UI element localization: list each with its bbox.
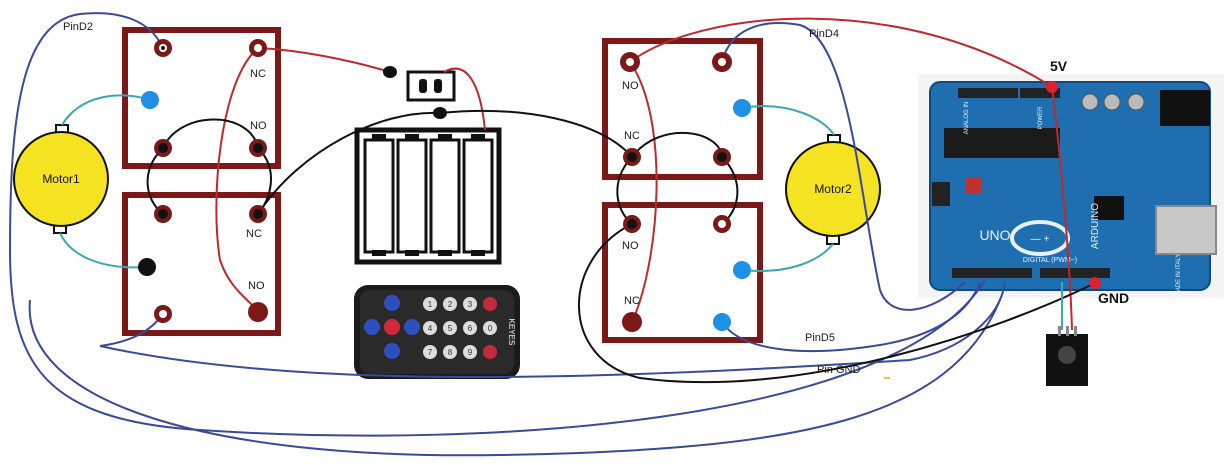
arduino-power-label: POWER [1038, 106, 1044, 129]
label-nc-bl: NC [246, 228, 262, 240]
arduino-uno: — + UNO ARDUINO MADE IN ITALY DIGITAL (P… [918, 74, 1224, 298]
remote-key-7: 7 [428, 348, 433, 357]
motor1: Motor1 [13, 124, 109, 234]
terminal-br-1 [623, 215, 641, 233]
terminal-tl-2 [249, 39, 267, 57]
terminal-br-5 [713, 313, 731, 331]
arduino-analog-label: ANALOG IN [964, 102, 970, 135]
terminal-tr-1 [620, 52, 640, 72]
junction-dot-switch-bottom [433, 107, 447, 119]
arduino-maker: ARDUINO [1090, 203, 1101, 249]
remote-key-8: 8 [448, 348, 453, 357]
terminal-bl-3 [138, 258, 156, 276]
label-pind5: PinD5 [805, 332, 835, 344]
remote-key-6: 6 [468, 324, 473, 333]
terminal-tl-4 [154, 139, 172, 157]
label-pind4: PinD4 [809, 28, 839, 40]
remote-key-9: 9 [468, 348, 473, 357]
motor2: Motor2 [785, 134, 881, 245]
remote-key-2: 2 [448, 300, 453, 309]
terminal-bl-1 [154, 205, 172, 223]
label-nc-tl: NC [250, 68, 266, 80]
ir-receiver-module [1046, 326, 1088, 386]
label-no-bl: NO [248, 280, 265, 292]
junction-dot-switch-left [383, 66, 397, 78]
arduino-made-in: MADE IN ITALY [1176, 254, 1182, 296]
label-nc-br: NC [624, 295, 640, 307]
motor1-label: Motor1 [42, 172, 80, 186]
svg-text:— +: — + [1031, 234, 1050, 245]
label-no-tr: NO [622, 80, 639, 92]
terminal-bl-4 [248, 302, 268, 322]
junction-dot-gnd [1089, 277, 1101, 289]
power-switch [406, 70, 456, 102]
wires-blue [8, 12, 1006, 457]
wires-teal [59, 94, 1063, 330]
wires-black [146, 109, 1096, 384]
ir-remote: 1 2 3 4 5 6 0 7 8 9 KEYES [354, 285, 520, 379]
label-gnd: GND [1098, 290, 1129, 306]
terminal-tr-2 [712, 52, 732, 72]
terminal-tr-3 [733, 99, 751, 117]
label-no-tl: NO [250, 120, 267, 132]
remote-key-0: 0 [488, 324, 493, 333]
terminal-tr-4 [623, 148, 641, 166]
small-marker [884, 377, 890, 379]
terminal-br-2 [713, 215, 731, 233]
remote-key-5: 5 [448, 324, 453, 333]
remote-key-3: 3 [468, 300, 473, 309]
terminal-bl-2 [249, 205, 267, 223]
terminal-br-3 [733, 261, 751, 279]
battery-pack [354, 127, 502, 265]
terminal-bl-5 [154, 305, 172, 323]
label-5v: 5V [1050, 58, 1068, 74]
remote-key-4: 4 [428, 324, 433, 333]
label-pind2: PinD2 [63, 21, 93, 33]
remote-keypad: 1 2 3 4 5 6 0 7 8 9 [423, 297, 497, 359]
remote-brand: KEYES [507, 319, 516, 346]
label-pin-gnd: Pin GND [817, 364, 860, 376]
remote-key-1: 1 [428, 300, 433, 309]
terminal-tr-5 [713, 148, 731, 166]
wires-red [215, 17, 1073, 331]
arduino-digital-label: DIGITAL (PWM~) [1023, 257, 1077, 264]
terminal-tl-1 [154, 39, 172, 57]
terminal-tl-5 [249, 139, 267, 157]
label-nc-tr: NC [624, 130, 640, 142]
arduino-logo: — + [1010, 220, 1070, 256]
label-no-br: NO [622, 240, 639, 252]
motor2-label: Motor2 [814, 182, 852, 196]
arduino-board-name: UNO [979, 227, 1010, 243]
terminal-tl-3 [141, 91, 159, 109]
junction-dot-5v [1046, 81, 1058, 93]
terminal-br-4 [622, 312, 642, 332]
